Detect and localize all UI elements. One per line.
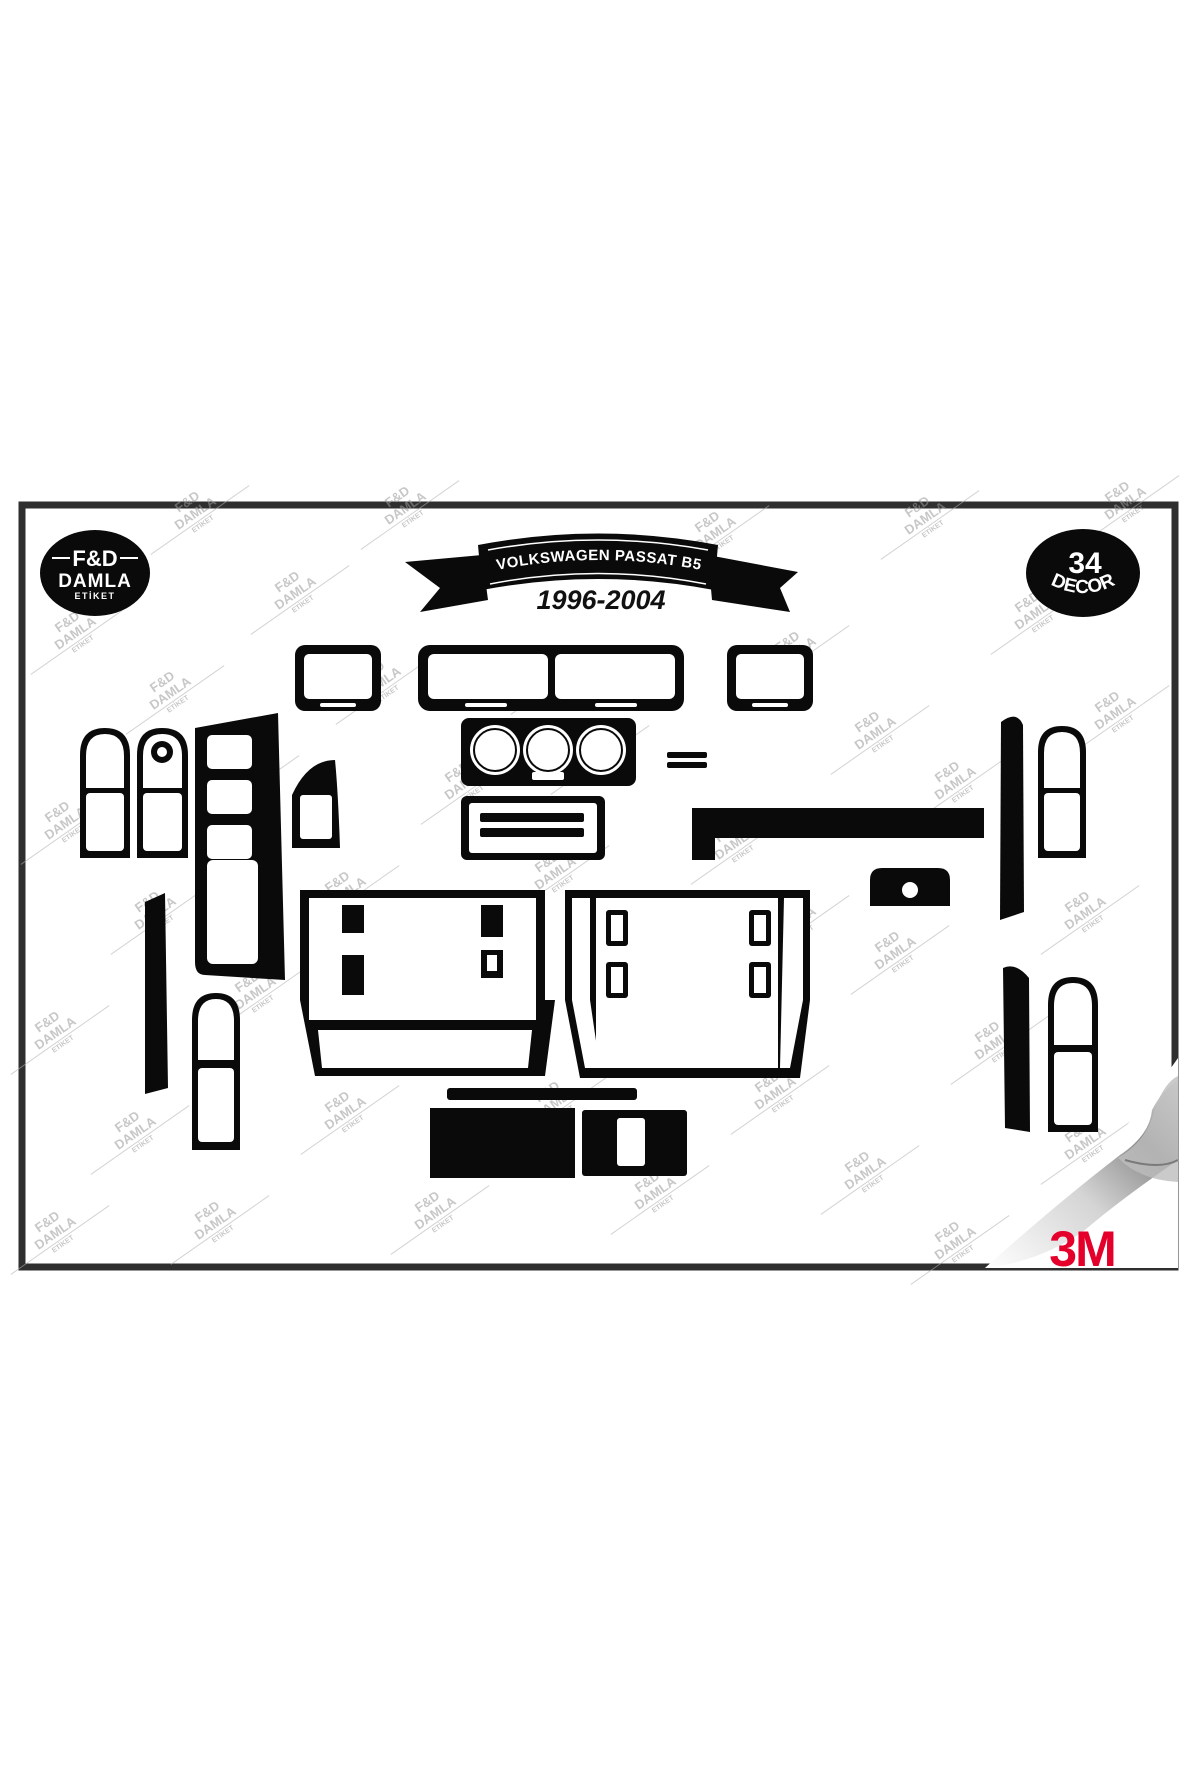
brand-line1: F&D <box>72 546 117 571</box>
decal-radio-plate <box>461 796 605 860</box>
decal-vent-right <box>727 645 813 711</box>
title-ribbon: VOLKSWAGEN PASSAT B5 1996-2004 <box>405 533 798 615</box>
decal-key-tag <box>870 868 950 906</box>
decal-vertical-strip-left <box>145 893 168 1094</box>
decal-console-left <box>300 890 555 1076</box>
decal-window-switch-left-1 <box>80 728 130 858</box>
decal-climate-dials <box>461 718 636 786</box>
decal-bottom-strip <box>447 1088 637 1100</box>
decor-count-badge: 34 DECOR <box>1026 529 1140 617</box>
decal-dash-strip <box>692 808 984 860</box>
decal-vertical-strip-right-top <box>1000 716 1024 920</box>
brand-line3: ETİKET <box>74 591 115 601</box>
manufacturer-3m-logo: 3M <box>1049 1221 1114 1277</box>
badge-count: 34 <box>1068 547 1102 580</box>
decal-lower-console-left <box>430 1108 575 1178</box>
decal-small-strip-2 <box>667 762 707 768</box>
decal-mirror-switch <box>137 728 188 858</box>
brand-line2: DAMLA <box>58 571 132 592</box>
decal-lower-console-right <box>582 1110 687 1176</box>
page-curl <box>985 1058 1179 1268</box>
title-years: 1996-2004 <box>536 585 665 615</box>
decal-small-strip-1 <box>667 752 707 758</box>
decal-window-switch-right-2 <box>1048 977 1098 1132</box>
decal-vent-center <box>418 645 684 711</box>
decal-window-switch-right-1 <box>1038 726 1086 858</box>
decal-vertical-strip-right-bottom <box>1003 966 1030 1132</box>
brand-logo: F&D DAMLA ETİKET <box>40 530 150 616</box>
decal-door-panel-left <box>195 713 285 980</box>
decal-door-handle-left <box>292 760 340 848</box>
decal-console-right <box>565 890 810 1078</box>
decal-window-switch-left-2 <box>192 993 240 1150</box>
decal-pieces <box>80 645 1098 1178</box>
decal-vent-left <box>295 645 381 711</box>
